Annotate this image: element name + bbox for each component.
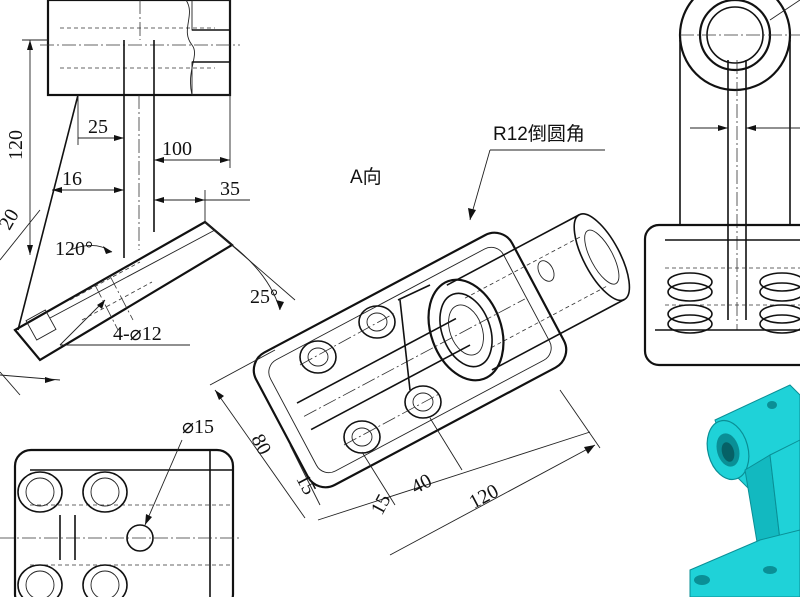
- dim-100: 100: [162, 138, 192, 160]
- side-view-bolt-right: [759, 272, 800, 334]
- base-plate-outline: [252, 231, 568, 489]
- dim-16: 16: [62, 168, 82, 190]
- counterbore-hole-4: [404, 385, 442, 419]
- front-view-body: [46, 0, 232, 97]
- dim-dia-15: ⌀15: [182, 416, 214, 438]
- dim-120-degree: 120°: [55, 238, 93, 260]
- view-a-label: A向: [350, 166, 382, 188]
- bore-outer: [427, 278, 505, 382]
- top-view-bolt-2: [82, 471, 128, 513]
- model-3d-cyan: [689, 384, 800, 597]
- dim-25-degree: 25°: [250, 286, 278, 308]
- top-view-bolt-4: [82, 564, 128, 597]
- dim-15-side: 15: [291, 471, 320, 499]
- dim-15-bottom: 15: [367, 491, 396, 519]
- fillet-note: R12倒圆角: [493, 123, 585, 145]
- dim-35: 35: [220, 178, 240, 200]
- dim-120-vertical: 120: [5, 130, 27, 160]
- counterbore-hole-2: [358, 305, 396, 339]
- front-view-top-left: 120 25 100 16 35 20 120° 25°: [0, 0, 296, 396]
- counterbore-hole-1: [299, 340, 337, 374]
- side-view-boss: [678, 0, 792, 92]
- top-view-bolt-3: [17, 564, 63, 597]
- side-view-bolt-left: [667, 272, 713, 334]
- top-view-hole-15: [126, 524, 154, 552]
- side-view-top-right: [643, 0, 800, 367]
- dim-80: 80: [246, 431, 275, 459]
- top-view-bottom-left: ⌀15: [0, 416, 240, 597]
- isometric-view-center: A向 R12倒圆角: [209, 123, 631, 556]
- dim-25: 25: [88, 116, 108, 138]
- dim-120-bottom: 120: [466, 480, 503, 514]
- counterbore-hole-3: [343, 420, 381, 454]
- hole-note-4x12: 4-⌀12: [113, 323, 162, 345]
- dim-20-partial: 20: [0, 205, 24, 233]
- top-view-outline: [13, 448, 235, 597]
- top-view-bolt-1: [17, 471, 63, 513]
- dim-40: 40: [408, 470, 436, 499]
